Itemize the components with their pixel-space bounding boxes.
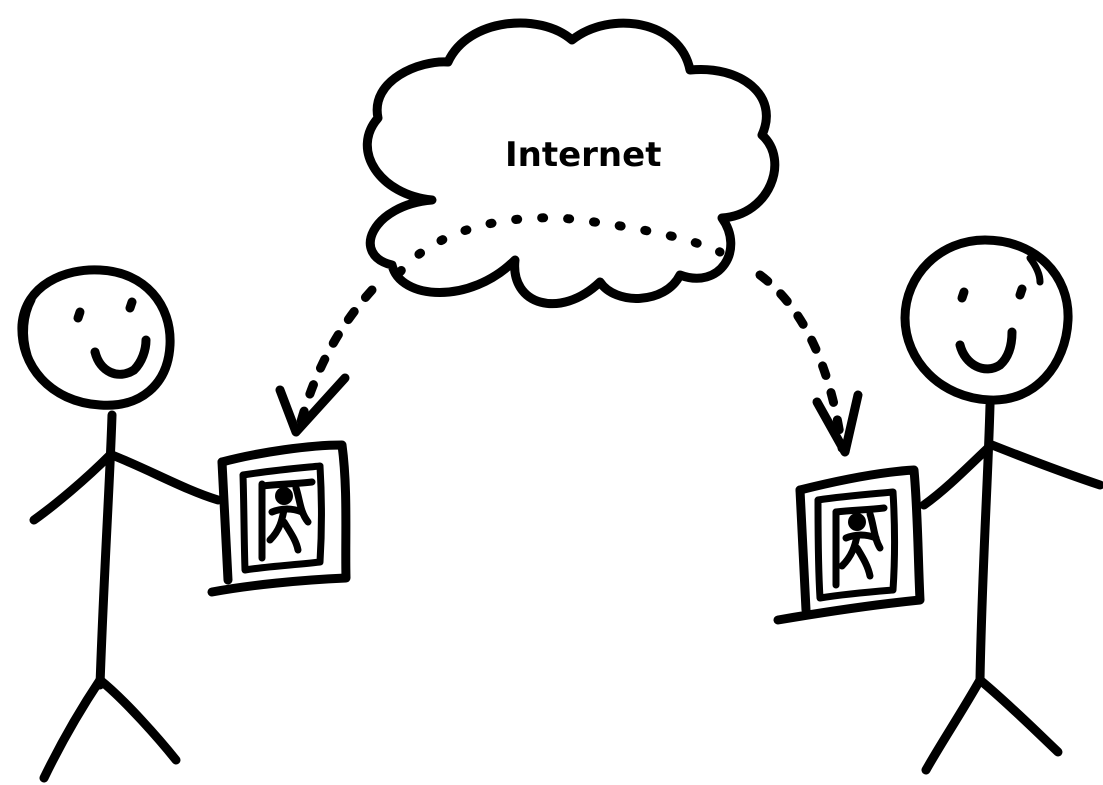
left-tablet-screen-logo: [262, 482, 312, 558]
left-person-eye-right: [130, 302, 132, 308]
right-tablet: [778, 470, 920, 620]
right-person: [905, 240, 1100, 770]
right-person-arm-right: [992, 445, 1100, 485]
internet-cloud: Internet: [367, 23, 775, 304]
right-person-eye-right: [1020, 289, 1022, 295]
left-person-eye-left: [78, 312, 80, 318]
cloud-label: Internet: [505, 135, 661, 175]
right-person-leg-right: [980, 680, 1058, 752]
cloud-dotted-path: [400, 218, 720, 272]
left-arrow-shaft: [300, 290, 372, 425]
right-person-smile: [960, 332, 1012, 369]
left-person-arm-right: [112, 455, 218, 500]
left-person-leg-left: [44, 680, 100, 778]
right-person-arm-left: [924, 448, 988, 505]
left-person-head-bump: [25, 300, 32, 355]
right-tablet-screen-logo: [836, 508, 884, 585]
left-tablet-frame-left: [222, 462, 228, 580]
left-person: [22, 270, 218, 778]
download-arrow-left: [280, 290, 372, 432]
left-person-arm-left: [34, 455, 110, 520]
left-person-smile: [95, 340, 146, 374]
download-arrow-right: [760, 275, 858, 452]
right-person-head: [905, 240, 1068, 400]
right-person-leg-left: [926, 680, 980, 770]
right-tablet-frame-left: [800, 490, 806, 610]
right-person-eye-left: [962, 292, 964, 298]
left-tablet: [212, 445, 346, 592]
left-person-leg-right: [100, 680, 176, 760]
